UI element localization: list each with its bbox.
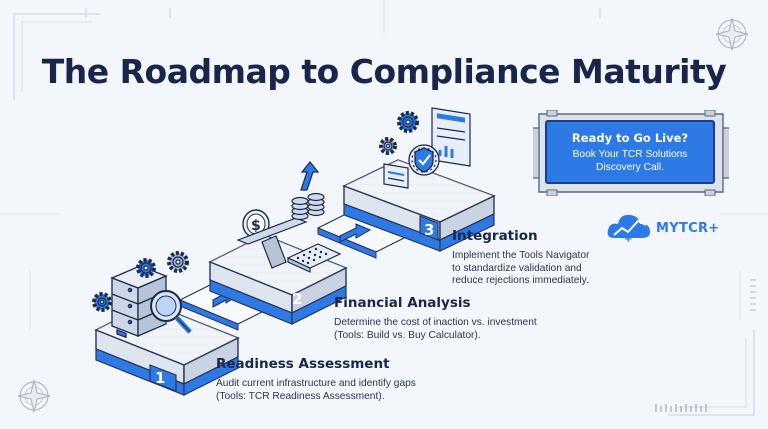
- step-1-desc-line: (Tools: TCR Readiness Assessment).: [216, 390, 385, 402]
- magnifier-icon: [150, 290, 192, 334]
- compass-icon: [17, 379, 51, 413]
- step-1-title: Readiness Assessment: [216, 356, 390, 372]
- step-1-number: 1: [155, 369, 165, 387]
- step-1-desc-line: Audit current infrastructure and identif…: [216, 378, 416, 389]
- cta-panel: Ready to Go Live? Book Your TCR Solution…: [533, 110, 729, 196]
- balance-scale-icon: [236, 217, 308, 269]
- cta-line: Book Your TCR Solutions: [572, 149, 688, 160]
- step-1-description: Audit current infrastructure and identif…: [216, 378, 416, 403]
- step-2-desc-line: Determine the cost of inaction vs. inves…: [334, 317, 537, 328]
- shield-check-icon: [408, 144, 440, 176]
- step-2-description: Determine the cost of inaction vs. inves…: [334, 317, 537, 342]
- dashboard-icon: [383, 107, 471, 189]
- mytcr-logo: + MYTCR+: [606, 208, 766, 244]
- gear-icon: [379, 111, 419, 155]
- step-3-desc-line: Implement the Tools Navigator: [452, 250, 590, 261]
- step-3-desc-line: to standardize validation and: [452, 262, 582, 274]
- step-3-text: Integration Implement the Tools Navigato…: [452, 228, 589, 288]
- step-3-platform: 3: [342, 159, 496, 252]
- logo-text: MYTCR+: [656, 221, 720, 236]
- svg-text:+: +: [624, 234, 632, 244]
- svg-text:$: $: [251, 218, 261, 234]
- cta-line: Discovery Call.: [596, 162, 664, 173]
- book-discovery-call-button[interactable]: Ready to Go Live? Book Your TCR Solution…: [545, 120, 715, 184]
- cloud-chart-icon: +: [607, 214, 650, 244]
- step-1-platform: 1: [94, 302, 240, 396]
- trend-up-arrow-icon: [300, 161, 320, 191]
- coin-stack-icon: [291, 192, 325, 221]
- step-3-desc-line: reduce rejections immediately.: [452, 275, 589, 286]
- step-3-number: 3: [424, 221, 434, 239]
- gear-icon: [92, 251, 189, 312]
- ruler-marks: [655, 404, 707, 412]
- step-1-text: Readiness Assessment Audit current infra…: [216, 356, 416, 403]
- step-2-text: Financial Analysis Determine the cost of…: [334, 295, 537, 342]
- compass-icon: [715, 17, 749, 51]
- step-3-description: Implement the Tools Navigator to standar…: [452, 250, 589, 288]
- step-2-title: Financial Analysis: [334, 295, 471, 311]
- cta-title: Ready to Go Live?: [571, 131, 689, 145]
- page-title: The Roadmap to Compliance Maturity: [41, 52, 727, 91]
- step-3-title: Integration: [452, 228, 538, 244]
- calculator-icon: [286, 243, 342, 273]
- step-2-number: 2: [292, 290, 302, 308]
- step-2-desc-line: (Tools: Build vs. Buy Calculator).: [334, 329, 481, 341]
